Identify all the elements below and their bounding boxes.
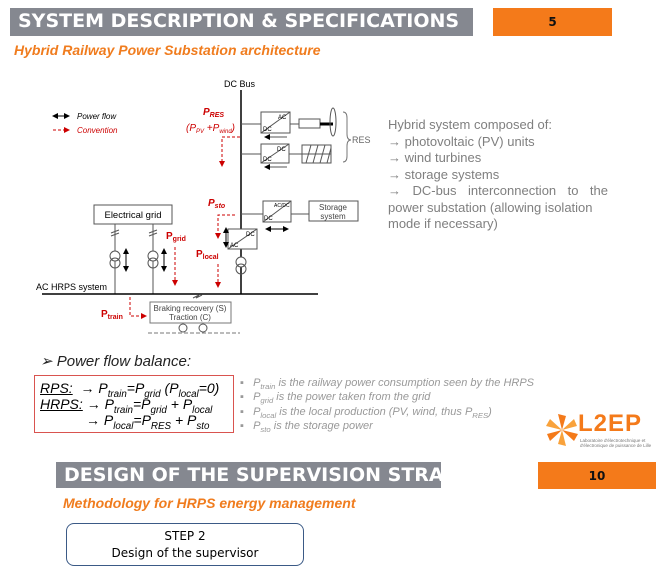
p-pv-wind-label: (PPV +Pwind)	[186, 123, 235, 135]
definition-item: ▪ Pgrid is the power taken from the grid	[240, 391, 431, 406]
converter-label: DC	[277, 147, 286, 153]
electrical-grid-label: Electrical grid	[104, 210, 161, 221]
description-line: → wind turbines	[388, 150, 482, 165]
legend-power-flow: Power flow	[77, 112, 117, 121]
slide2-title: DESIGN OF THE SUPERVISION STRATEGY	[56, 462, 497, 488]
definition-item: ▪ Plocal is the local production (PV, wi…	[240, 405, 492, 420]
res-label: RES	[352, 135, 371, 145]
p-res-label: PRES	[203, 107, 224, 119]
dc-bus-label: DC Bus	[224, 79, 256, 89]
electrical-grid-box	[93, 204, 173, 225]
logo-name: L2EP	[578, 410, 643, 437]
slide1-page-number: 5	[493, 8, 612, 36]
train-box	[149, 301, 232, 324]
converter-label: DC	[264, 216, 273, 222]
power-flow-heading: ➢ Power flow balance:	[40, 353, 191, 370]
system-description: Hybrid system composed of: → photovoltai…	[388, 117, 608, 233]
wind-turbine-icon	[329, 107, 337, 137]
l2ep-sun-icon	[546, 414, 578, 446]
step-label: STEP 2	[164, 529, 206, 543]
converter-label: AC	[278, 115, 287, 121]
braking-label: Braking recovery (S)	[154, 304, 227, 313]
description-line: → storage systems	[388, 166, 500, 182]
traction-label: Traction (C)	[169, 313, 211, 322]
architecture-diagram: DC Bus Power flow Convention PRES (PPV +…	[36, 79, 371, 334]
pv-panel-icon	[301, 144, 332, 164]
description-line: → DC-bus interconnection to the	[388, 183, 608, 198]
legend-convention: Convention	[77, 126, 118, 135]
equation-hrps-1: HRPS: → Ptrain=Pgrid + Plocal	[40, 396, 213, 416]
description-line: Hybrid system composed of:	[388, 117, 553, 132]
slide1-subtitle: Hybrid Railway Power Substation architec…	[14, 42, 321, 58]
step-box: STEP 2 Design of the supervisor	[66, 523, 304, 566]
storage-system-box	[308, 200, 359, 222]
slide2-subtitle: Methodology for HRPS energy management	[63, 495, 356, 511]
converter-label: DC	[263, 157, 272, 163]
definition-item: ▪ Psto is the storage power	[240, 419, 373, 435]
storage-label: Storage	[319, 203, 348, 212]
balance-equations-box: RPS: → Ptrain=Pgrid (Plocal=0) HRPS: → P…	[34, 375, 234, 433]
converter-label: DC	[246, 232, 255, 238]
slide1-title: SYSTEM DESCRIPTION & SPECIFICATIONS	[10, 8, 473, 36]
p-sto-label: Psto	[208, 198, 226, 210]
definitions-list: ▪ Ptrain is the railway power consumptio…	[240, 376, 534, 433]
definition-item: ▪ Ptrain is the railway power consumptio…	[240, 377, 535, 392]
ac-hrps-label: AC HRPS system	[36, 282, 107, 292]
equation-rps: RPS: → Ptrain=Pgrid (Plocal=0)	[40, 380, 220, 400]
storage-label: system	[320, 212, 346, 221]
equation-hrps-2: → Plocal=PRES + Psto	[86, 412, 210, 432]
p-grid-label: Pgrid	[166, 231, 186, 243]
p-train-label: Ptrain	[101, 309, 123, 321]
p-local-label: Plocal	[196, 249, 219, 261]
description-line: mode if necessary)	[388, 216, 498, 231]
converter-label: DC	[263, 127, 272, 133]
converter-label: AC	[230, 243, 239, 249]
step-description: Design of the supervisor	[111, 546, 259, 560]
description-line: power substation (allowing isolation	[388, 199, 593, 215]
converter-label: AC/DC	[274, 203, 290, 209]
slide2-page-number: 10	[538, 462, 656, 489]
description-line: → photovoltaic (PV) units	[388, 133, 535, 149]
